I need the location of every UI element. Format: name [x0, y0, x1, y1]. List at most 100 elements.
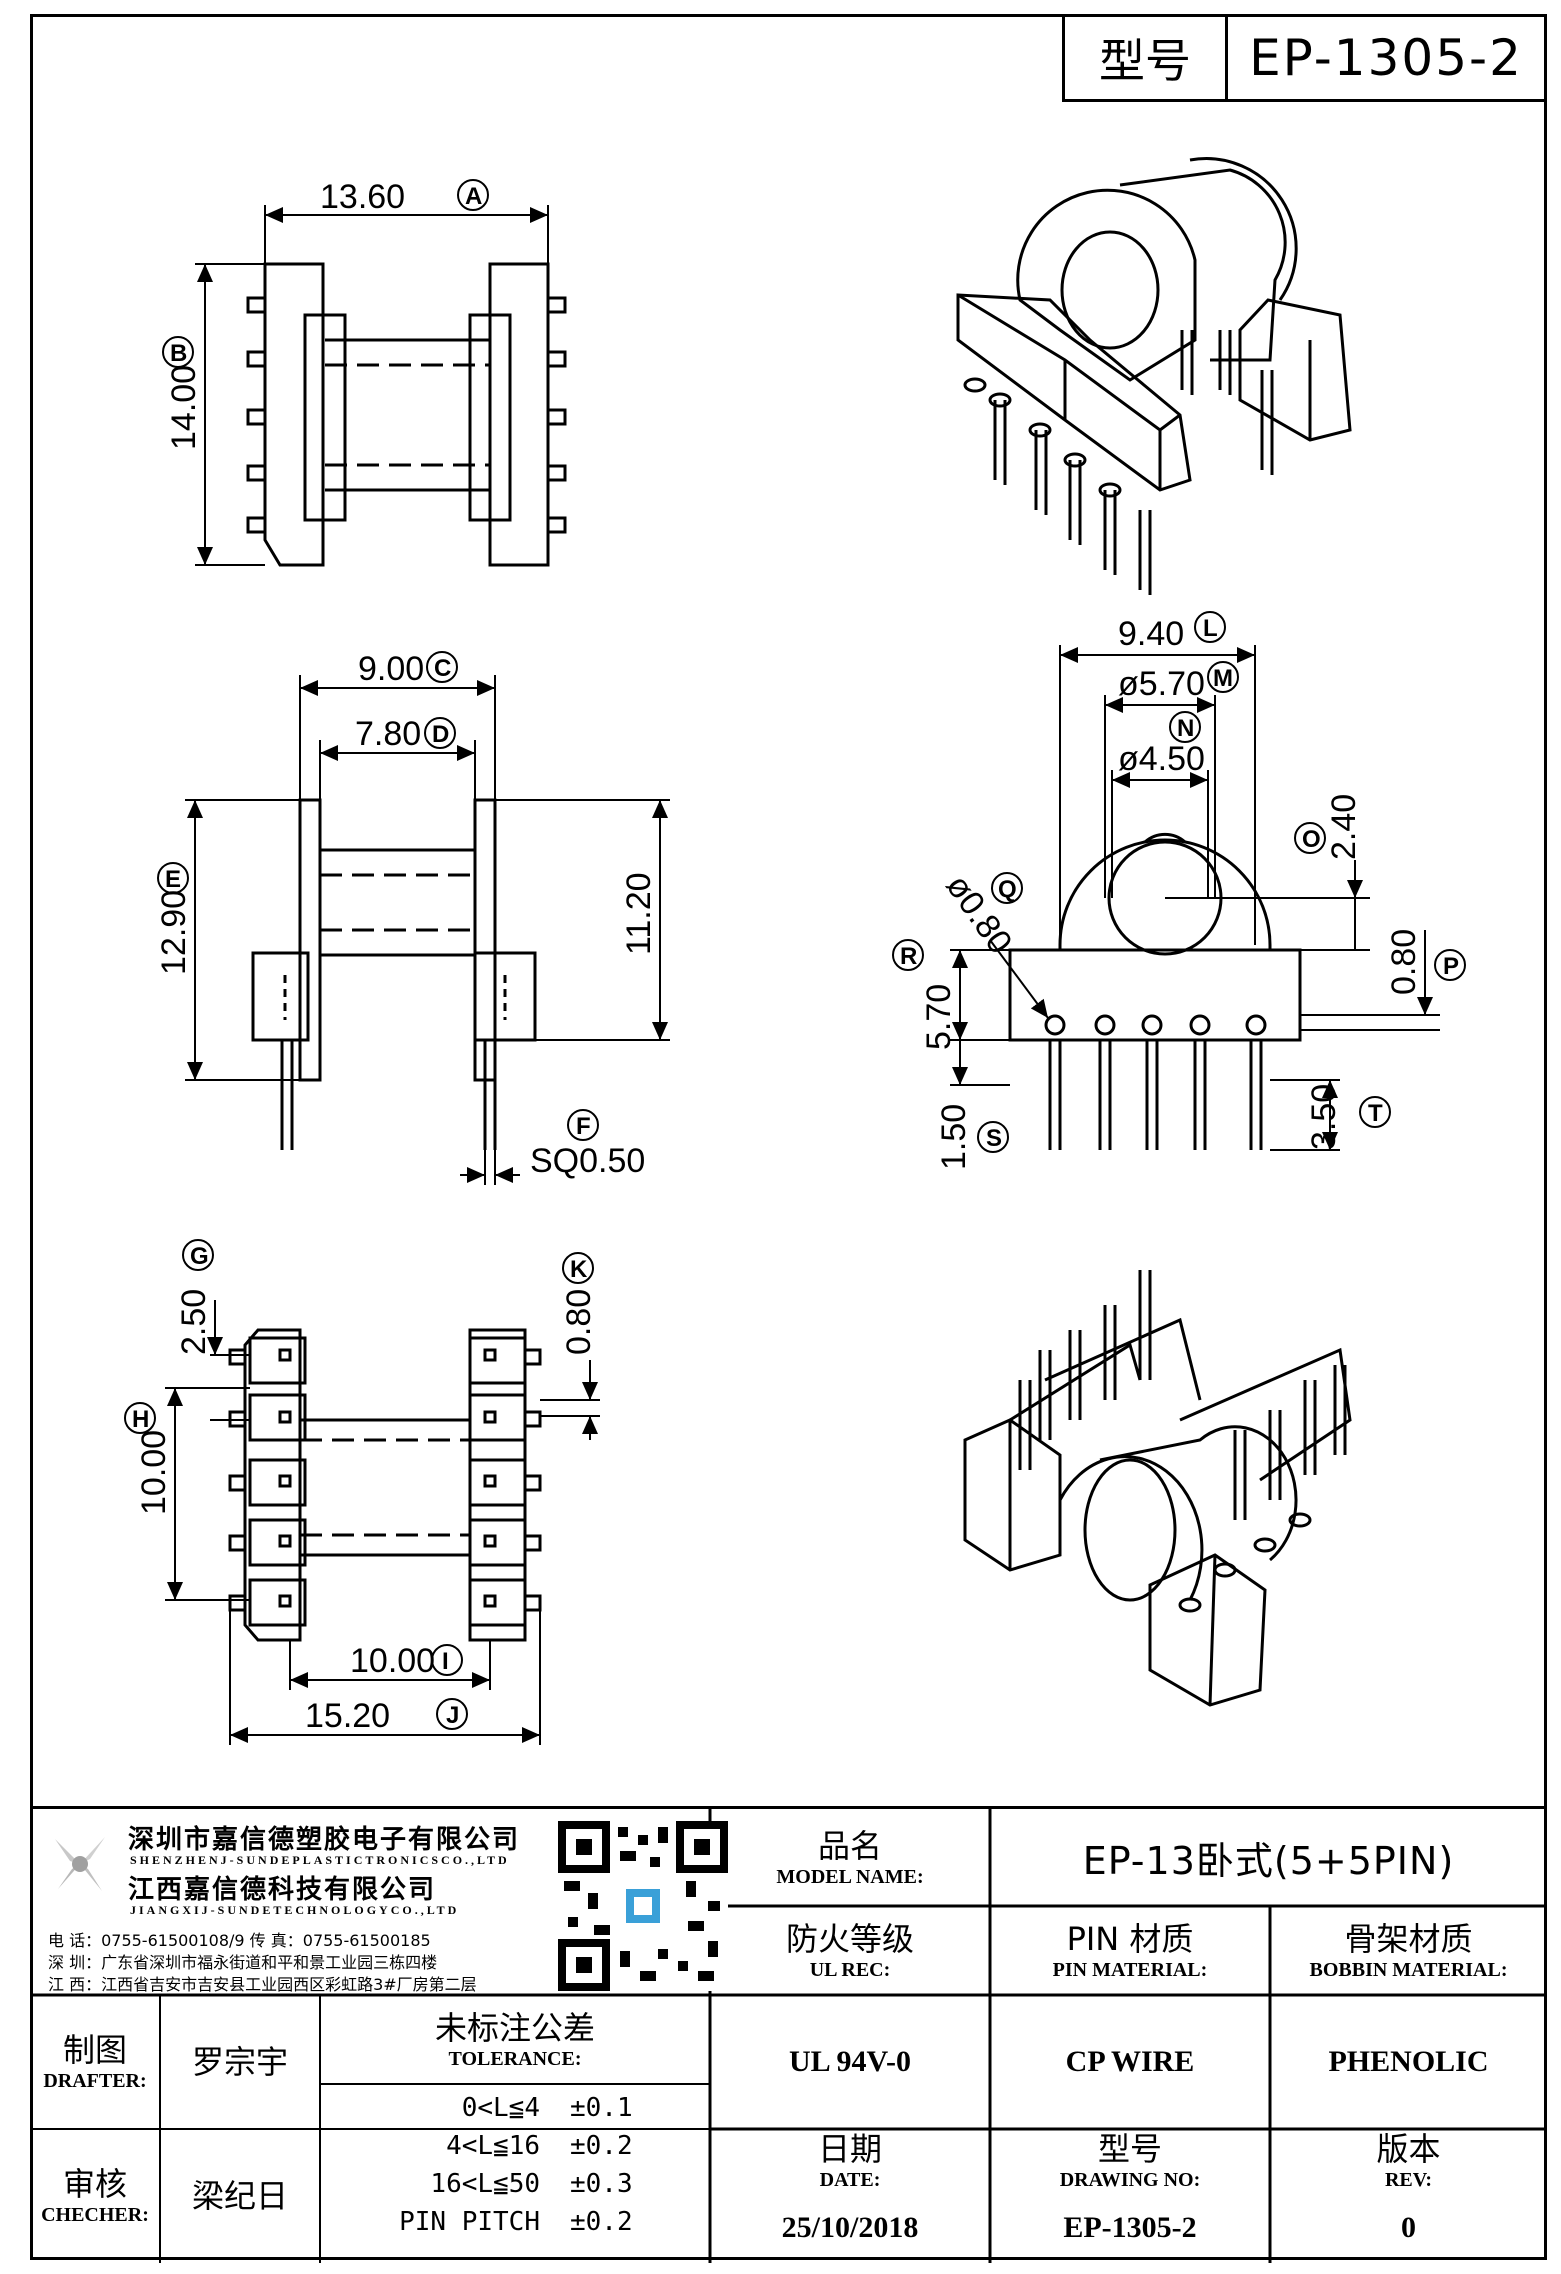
dim-g-value: 2.50: [175, 1289, 213, 1355]
technical-drawing: 13.60 A 14.00 B 9.00 C 7.80 D 12.90 E 11…: [124, 157, 1466, 1745]
company-logo: [55, 1837, 105, 1891]
drafter-value: 罗宗宇: [191, 2043, 288, 2081]
tolerance-value: ±0.2: [570, 2207, 633, 2237]
top-view: [195, 205, 567, 567]
tolerance-value: ±0.1: [570, 2093, 633, 2123]
rev-label-en: REV:: [1384, 2169, 1433, 2191]
company-name-cn: 深圳市嘉信德塑胶电子有限公司: [128, 1825, 521, 1855]
dim-t-letter: T: [1368, 1100, 1383, 1127]
dim-o-letter: O: [1302, 826, 1321, 853]
bobbin-material-label: 骨架材质 BOBBIN MATERIAL:: [1270, 1906, 1547, 1995]
tolerance-range: 4<L≦16: [446, 2131, 540, 2161]
isometric-view-top: [956, 157, 1352, 595]
rev-label-cn: 版本: [1376, 2130, 1441, 2168]
tolerance-range: 16<L≦50: [430, 2169, 540, 2199]
side-view: [185, 675, 670, 1185]
bobbin-material-label-en: BOBBIN MATERIAL:: [1309, 1958, 1508, 1981]
dim-a-value: 13.60: [320, 178, 405, 216]
dim-s-letter: S: [986, 1125, 1002, 1152]
dim-h-value: 10.00: [135, 1430, 173, 1515]
dim-a-letter: A: [465, 183, 482, 210]
dim-j-letter: J: [446, 1702, 459, 1729]
dim-m-letter: M: [1213, 665, 1233, 692]
tolerance-label: 未标注公差 TOLERANCE:: [320, 1995, 710, 2084]
tolerance-label-en: TOLERANCE:: [448, 2047, 582, 2070]
drawing-frame: [30, 14, 1547, 2260]
product-name-value: EP-13卧式(5+5PIN): [1082, 1839, 1455, 1883]
bobbin-material-value: PHENOLIC: [1328, 2045, 1489, 2078]
dim-e-value: 12.90: [155, 890, 193, 975]
title-grid: [30, 1809, 1547, 2263]
checker-value: 梁纪日: [191, 2177, 288, 2215]
dim-q-letter: Q: [998, 876, 1017, 903]
dim-p-value: 0.80: [1385, 929, 1423, 995]
dim-k-value: 0.80: [560, 1289, 598, 1355]
pin-material-label: PIN 材质 PIN MATERIAL:: [990, 1906, 1270, 1995]
checker-label-en: CHECHER:: [41, 2204, 149, 2226]
company2-name-en: JIANGXIJ-SUNDETECHNOLOGYCO.,LTD: [130, 1903, 460, 1917]
tolerance-range: 0<L≦4: [461, 2093, 540, 2123]
company-address-jx: 江 西：江西省吉安市吉安县工业园西区彩虹路3#厂房第二层: [48, 1975, 477, 1994]
dim-n-letter: N: [1177, 715, 1194, 742]
tolerance-row: 4<L≦16 ±0.2: [320, 2127, 710, 2165]
date-label-en: DATE:: [819, 2169, 881, 2191]
qr-code: [558, 1821, 728, 1991]
drafter-label: 制图 DRAFTER:: [30, 1995, 160, 2129]
title-block: 深圳市嘉信德塑胶电子有限公司 SHENZHENJ-SUNDEPLASTICTRO…: [30, 1806, 1547, 2263]
date-value: 25/10/2018: [781, 2211, 919, 2244]
dim-f-letter: F: [576, 1113, 591, 1140]
drawing-no-label-en: DRAWING NO:: [1059, 2169, 1201, 2191]
bottom-view: [165, 1300, 600, 1745]
pin-material-value: CP WIRE: [1065, 2045, 1195, 2078]
dim-i-value: 10.00: [350, 1642, 435, 1680]
isometric-view-bottom: [963, 1270, 1352, 1707]
dim-f-value: SQ0.50: [530, 1142, 645, 1180]
drawing-no-value: EP-1305-2: [1063, 2211, 1197, 2244]
product-name-label-en: MODEL NAME:: [776, 1865, 924, 1888]
dim-11-20-value: 11.20: [620, 872, 658, 955]
model-value: EP-1305-2: [1249, 29, 1523, 87]
tolerance-row: 0<L≦4 ±0.1: [320, 2089, 710, 2127]
drawing-no-label-cn: 型号: [1097, 2130, 1162, 2168]
ul-value: UL 94V-0: [789, 2045, 911, 2078]
dim-e-letter: E: [165, 866, 181, 893]
dim-t-value: 3.50: [1305, 1084, 1343, 1150]
front-view: [950, 645, 1440, 1151]
ul-label: 防火等级 UL REC:: [710, 1906, 990, 1995]
bobbin-material-label-cn: 骨架材质: [1344, 1919, 1473, 1958]
model-number-box: 型号 EP-1305-2: [1062, 14, 1547, 102]
tolerance-row: 16<L≦50 ±0.3: [320, 2165, 710, 2203]
date-label-cn: 日期: [817, 2130, 882, 2168]
dim-r-value: 5.70: [920, 984, 958, 1050]
tolerance-value: ±0.3: [570, 2169, 633, 2199]
product-name-label: 品名 MODEL NAME:: [710, 1809, 990, 1906]
dim-j-value: 15.20: [305, 1697, 390, 1735]
dim-i-letter: I: [442, 1648, 449, 1675]
dim-r-letter: R: [900, 943, 917, 970]
tolerance-range: PIN PITCH: [399, 2207, 540, 2237]
product-name-label-cn: 品名: [817, 1826, 882, 1865]
dim-l-value: 9.40: [1118, 615, 1184, 653]
model-label: 型号: [1065, 17, 1228, 99]
dim-d-value: 7.80: [355, 715, 421, 753]
checker-label-cn: 审核: [62, 2165, 127, 2203]
dim-d-letter: D: [432, 721, 449, 748]
dim-s-value: 1.50: [935, 1104, 973, 1170]
dim-g-letter: G: [190, 1243, 209, 1270]
dim-h-letter: H: [132, 1406, 149, 1433]
drawing-no-label: 型号 DRAWING NO:: [990, 2129, 1270, 2193]
rev-value: 0: [1401, 2211, 1416, 2244]
drafter-label-en: DRAFTER:: [43, 2070, 147, 2092]
dim-m-value: ø5.70: [1118, 665, 1205, 703]
dim-b-letter: B: [170, 340, 187, 367]
date-label: 日期 DATE:: [710, 2129, 990, 2193]
dim-p-letter: P: [1443, 953, 1459, 980]
pin-material-label-cn: PIN 材质: [1066, 1919, 1194, 1958]
drafter-label-cn: 制图: [62, 2031, 127, 2069]
dim-k-letter: K: [570, 1256, 588, 1283]
company2-name-cn: 江西嘉信德科技有限公司: [128, 1875, 437, 1905]
dim-b-value: 14.00: [165, 365, 203, 450]
company-address-sz: 深 圳：广东省深圳市福永街道和平和景工业园三栋四楼: [48, 1953, 438, 1972]
tolerance-row: PIN PITCH ±0.2: [320, 2203, 710, 2241]
tolerance-table: 0<L≦4 ±0.1 4<L≦16 ±0.2 16<L≦50 ±0.3 PIN …: [320, 2089, 710, 2263]
